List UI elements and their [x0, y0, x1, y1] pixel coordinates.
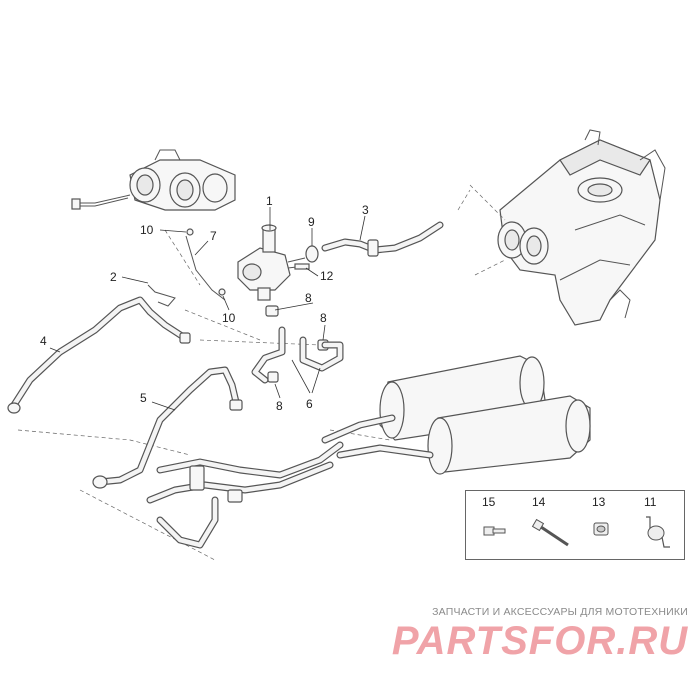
- pipe-4: [7, 296, 191, 414]
- flange-nut-icon: [593, 522, 609, 536]
- long-bolt-icon: [531, 518, 569, 547]
- watermark-logo-text: PARTSFOR.RU: [392, 619, 688, 663]
- callout-7: 7: [210, 229, 217, 243]
- callout-8-upper: 8: [305, 291, 312, 305]
- callout-9: 9: [308, 215, 315, 229]
- callout-5: 5: [140, 391, 147, 405]
- callout-2: 2: [110, 270, 117, 284]
- legend-number-11: 11: [644, 495, 657, 509]
- callout-12: 12: [320, 269, 334, 283]
- leader-lines: [49, 207, 366, 411]
- hardware-legend: 15 14 13 11: [465, 490, 685, 560]
- callout-8-right: 8: [320, 311, 327, 325]
- callout-8-lower: 8: [276, 399, 283, 413]
- callout-10-lower: 10: [222, 311, 236, 325]
- callout-3: 3: [362, 203, 369, 217]
- legend-icons: [483, 516, 670, 548]
- hoses-6: [251, 326, 344, 384]
- legend-number-15: 15: [482, 495, 496, 509]
- hose-clamp-bracket-icon: [646, 516, 670, 548]
- valve-assembly: [237, 224, 306, 301]
- callout-4: 4: [40, 334, 47, 348]
- watermark-caption: ЗАПЧАСТИ И АКСЕССУАРЫ ДЛЯ МОТОТЕХНИКИ: [432, 606, 688, 618]
- legend-number-14: 14: [532, 495, 546, 509]
- callouts: 1 2 3 4 5 6 7 8 8 8 9 10 10 12: [40, 194, 369, 413]
- legend-number-13: 13: [592, 495, 606, 509]
- airbox: [497, 129, 666, 326]
- pipe-5: [92, 366, 243, 489]
- construction-lines: [17, 184, 506, 561]
- exhaust-system: [146, 355, 591, 549]
- callout-6: 6: [306, 397, 313, 411]
- watermark-logo: PARTSFOR.RU: [392, 619, 688, 663]
- flanged-bolt-icon: [483, 526, 506, 536]
- bracket-2: [147, 284, 176, 307]
- callout-10-upper: 10: [140, 223, 154, 237]
- cable-7: [185, 235, 226, 301]
- hose-3: [321, 221, 444, 257]
- callout-1: 1: [266, 194, 273, 208]
- throttle-body: [71, 149, 236, 211]
